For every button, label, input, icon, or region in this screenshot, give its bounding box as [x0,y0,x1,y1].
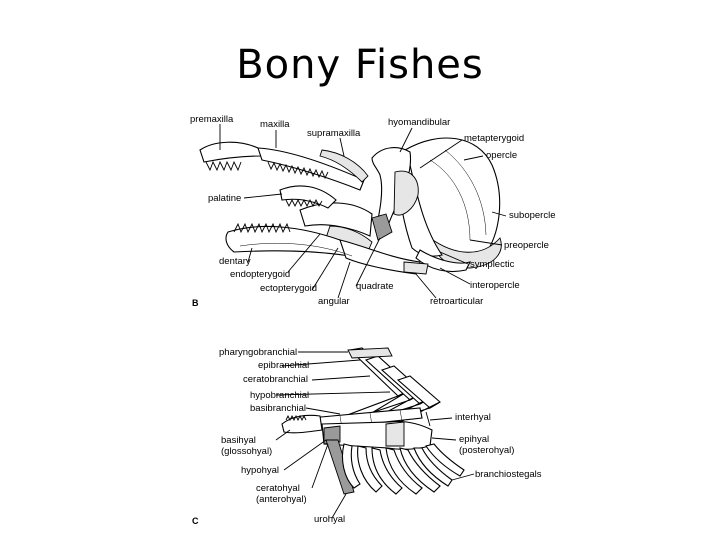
label-pharyngobranchial: pharyngobranchial [219,347,298,358]
label-interhyal: interhyal [455,412,491,423]
label-subopercle: subopercle [509,210,556,221]
pharyngobranchial-bone [347,347,393,359]
urohyal-bone [325,439,355,495]
label-angular: angular [318,296,350,307]
label-maxilla: maxilla [260,119,290,130]
quadrate-bone [371,213,393,241]
panel-c-letter: C [192,516,199,526]
premaxilla-bone [199,141,263,163]
label-preopercle: preopercle [504,240,549,251]
label-branchiostegals: branchiostegals [475,469,542,480]
label-endopterygoid: endopterygoid [230,269,291,280]
palatine-bone [279,185,337,209]
label-symplectic: symplectic [470,259,515,270]
maxilla-bone [257,147,365,191]
epihyal-bone [385,421,405,447]
label-dentary: dentary [219,256,251,267]
label-supramaxilla: supramaxilla [307,128,361,139]
panel-c-leader-lines [275,351,475,519]
supramaxilla-bone [319,149,369,183]
label-basihyal: basihyal [221,435,256,446]
label-palatine: palatine [208,193,242,204]
label-premaxilla: premaxilla [190,114,234,125]
label-metapterygoid: metapterygoid [464,133,525,144]
label-basibranchial: basibranchial [250,403,306,414]
basihyal-bone [281,414,323,434]
dentary-bone [225,225,352,257]
label-glossohyal: (glossohyal) [221,446,273,457]
label-ceratohyal: ceratohyal [256,483,300,494]
panel-b-letter: B [192,298,199,308]
label-interopercle: interopercle [470,280,520,291]
label-retroarticular: retroarticular [430,296,484,307]
label-hypohyal: hypohyal [241,465,280,476]
retroarticular-bone [403,261,429,275]
label-posterohyal: (posterohyal) [459,445,515,456]
hyomandibular-bone [371,147,412,233]
hypohyal-bone [323,425,341,445]
label-hypobranchial: hypobranchial [250,390,310,401]
label-urohyal: urohyal [314,514,346,525]
label-opercle: opercle [486,150,518,161]
branchial-drawing [281,347,465,495]
label-anterohyal: (anterohyal) [256,494,307,505]
jaw-drawing [199,137,502,275]
panel-b-leader-lines [219,124,507,299]
metapterygoid-bone [393,170,419,216]
label-epihyal: epihyal [459,434,490,445]
page-title: Bony Fishes [236,42,484,88]
label-hyomandibular: hyomandibular [388,117,451,128]
label-ceratobranchial: ceratobranchial [243,374,308,385]
label-quadrate: quadrate [356,281,394,292]
label-ectopterygoid: ectopterygoid [260,283,318,294]
label-epibranchial: epibranchial [258,360,310,371]
interhyal-bone [425,411,431,427]
